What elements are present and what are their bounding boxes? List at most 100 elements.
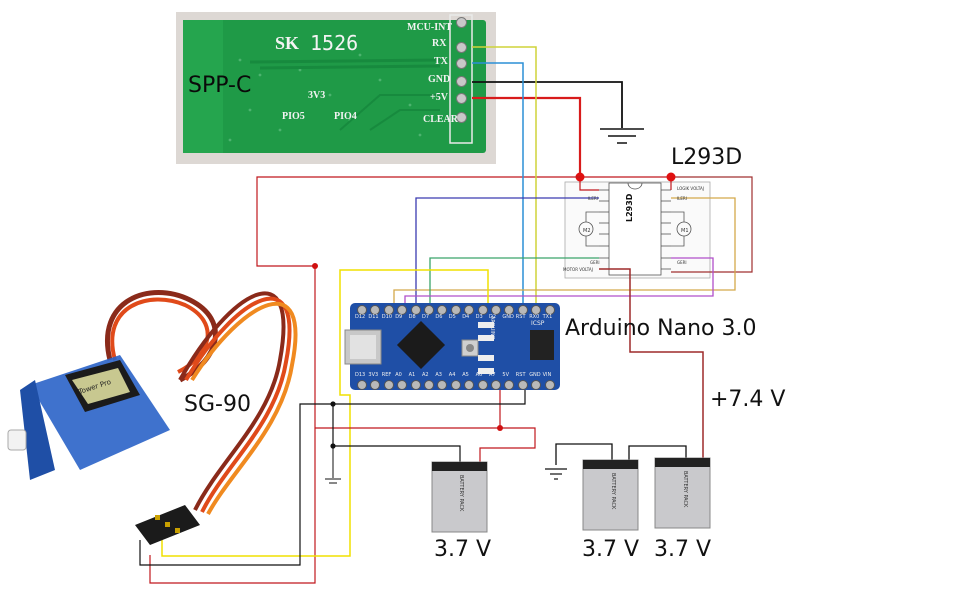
bt-pin-label-gnd: GND xyxy=(428,74,451,85)
nano-pin-tx1 xyxy=(544,305,555,315)
nano-pin-label: A1 xyxy=(408,372,416,378)
nano-pin-3v3 xyxy=(370,380,381,390)
nano-pin-5v xyxy=(504,380,515,390)
bt-pad-pio4: PIO4 xyxy=(334,111,357,122)
nano-pin-vin xyxy=(544,380,555,390)
nano-pin-d10 xyxy=(383,305,394,315)
nano-pin-gnd xyxy=(504,305,515,315)
bluetooth-module-label: SPP-C xyxy=(188,73,252,98)
bt-pin-mcu-int xyxy=(456,17,467,28)
l293d-geri-right: GERI xyxy=(677,260,687,265)
bt-pin-label-5v: +5V xyxy=(430,92,448,103)
nano-pin-label: A6 xyxy=(475,372,483,378)
nano-pin-a1 xyxy=(410,380,421,390)
bt-pin-tx xyxy=(456,58,467,69)
nano-pin-label: D12 xyxy=(355,314,366,320)
nano-pin-label: D8 xyxy=(408,314,416,320)
l293d-schematic: M2 M1 xyxy=(564,181,711,279)
bt-pin-clear xyxy=(456,112,467,123)
bt-pin-label-mcu-int: MCU-INT xyxy=(407,22,452,33)
nano-pin-d3 xyxy=(477,305,488,315)
nano-pin-a6 xyxy=(477,380,488,390)
bt-pin-label-tx: TX xyxy=(434,56,448,67)
battery-middle-label: 3.7 V xyxy=(582,537,640,562)
nano-pin-a0 xyxy=(397,380,408,390)
nano-pin-a4 xyxy=(450,380,461,390)
bt-pin-label-rx: RX xyxy=(432,38,447,49)
battery-right-text: BATTERY PACK xyxy=(682,471,688,508)
battery-right-label: 3.7 V xyxy=(654,537,712,562)
nano-pin-label: GND xyxy=(502,314,514,320)
l293d-geri-left: GERI xyxy=(590,260,600,265)
nano-pin-a3 xyxy=(437,380,448,390)
l293d-motor-voltage: MOTOR VOLTAJ xyxy=(563,267,593,272)
nano-pin-a5 xyxy=(464,380,475,390)
nano-pin-label: TX1 xyxy=(542,314,553,320)
battery-middle xyxy=(582,459,639,531)
nano-pin-gnd xyxy=(531,380,542,390)
nano-pin-d9 xyxy=(397,305,408,315)
nano-pin-d4 xyxy=(464,305,475,315)
l293d-ileri-left: ILERI xyxy=(588,196,598,201)
nano-pin-label: A2 xyxy=(422,372,429,378)
nano-pin-d7 xyxy=(424,305,434,315)
nano-pin-label: 3V3 xyxy=(368,372,379,378)
nano-pin-a2 xyxy=(424,380,434,390)
nano-pin-label: A0 xyxy=(395,372,402,378)
motor-driver-label: L293D xyxy=(671,145,743,170)
l293d-chip-text: L293D xyxy=(625,193,634,222)
nano-pin-label: D10 xyxy=(381,314,393,320)
nano-pin-label: RST xyxy=(515,372,526,378)
motor-m1-label: M1 xyxy=(681,228,689,234)
nano-pin-label: D3 xyxy=(475,314,483,320)
microcontroller-label: Arduino Nano 3.0 xyxy=(565,316,757,341)
nano-pin-d5 xyxy=(450,305,461,315)
nano-pin-d12 xyxy=(357,305,367,315)
nano-pin-label: A7 xyxy=(489,372,496,378)
nano-pin-ref xyxy=(383,380,394,390)
bt-pin-5v xyxy=(456,93,467,104)
nano-pin-label: A5 xyxy=(462,372,469,378)
bt-pad-pio5: PIO5 xyxy=(282,111,305,122)
nano-pin-label: D4 xyxy=(462,314,470,320)
nano-pin-label: RST xyxy=(515,314,526,320)
nano-pin-rst xyxy=(517,305,528,315)
nano-pin-d8 xyxy=(410,305,421,315)
bt-pin-label-clear: CLEAR xyxy=(423,114,459,125)
nano-pin-label: RX0 xyxy=(529,314,540,320)
nano-pin-label: 5V xyxy=(502,372,509,378)
bt-pin-gnd xyxy=(456,76,467,87)
nano-pin-label: GND xyxy=(529,372,541,378)
l293d-logic-voltage: LOGIK VOLTAJ xyxy=(677,186,704,191)
battery-right xyxy=(654,457,711,529)
nano-pin-a7 xyxy=(491,380,501,390)
servo-label: SG-90 xyxy=(184,392,251,417)
nano-pin-label: REF xyxy=(381,372,392,378)
bt-silk-code: 1526 xyxy=(310,31,359,55)
battery-left xyxy=(431,461,488,533)
l293d-ileri-right: ILERI xyxy=(677,196,687,201)
bluetooth-module xyxy=(176,12,496,164)
nano-pin-rx0 xyxy=(531,305,542,315)
nano-pin-label: D13 xyxy=(355,372,366,378)
battery-left-text: BATTERY PACK xyxy=(458,475,464,512)
arduino-nano-board xyxy=(344,303,560,390)
supply-voltage-label: +7.4 V xyxy=(710,387,786,412)
nano-icsp-label: ICSP xyxy=(531,320,545,327)
nano-pin-d2 xyxy=(491,305,501,315)
bt-pad-3v3: 3V3 xyxy=(308,90,326,101)
bt-pin-rx xyxy=(456,42,467,53)
nano-pin-d11 xyxy=(370,305,381,315)
nano-pin-label: D7 xyxy=(422,314,430,320)
nano-pin-d13 xyxy=(357,380,367,390)
battery-middle-text: BATTERY PACK xyxy=(610,473,616,510)
nano-pin-label: D2 xyxy=(489,314,497,320)
nano-pin-label: VIN xyxy=(542,372,552,378)
motor-m2-label: M2 xyxy=(583,228,591,234)
nano-pin-rst xyxy=(517,380,528,390)
nano-pin-label: A3 xyxy=(435,372,442,378)
nano-pin-label: D6 xyxy=(435,314,443,320)
nano-pin-label: A4 xyxy=(448,372,456,378)
nano-pin-label: D5 xyxy=(448,314,456,320)
